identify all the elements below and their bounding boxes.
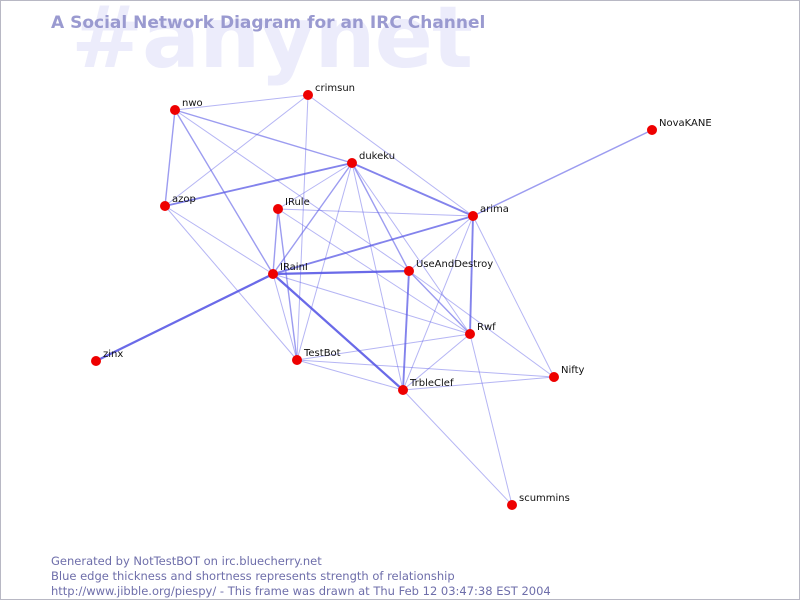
edge-TestBot-Rwf — [296, 333, 471, 361]
node-dukeku: dukeku — [347, 151, 395, 168]
node-label: dukeku — [359, 151, 395, 162]
edge-Rwf-scummins — [469, 333, 513, 506]
edge-UseAndDestroy-Rwf — [408, 270, 471, 335]
edge-dukeku-Rwf — [351, 162, 471, 335]
edge-arima-NovaKANE — [472, 129, 653, 217]
edge-TestBot-TrbleClef — [296, 359, 404, 391]
node-label: zinx — [103, 349, 123, 360]
edge-IRainI-TrbleClef — [272, 273, 404, 391]
edge-TrbleClef-Nifty — [402, 376, 555, 391]
edge-UseAndDestroy-Nifty — [408, 270, 555, 378]
node-NovaKANE: NovaKANE — [647, 118, 712, 135]
node-label: nwo — [182, 98, 203, 109]
node-TrbleClef: TrbleClef — [398, 378, 454, 395]
node-dot — [303, 90, 313, 100]
edge-arima-Rwf — [469, 215, 474, 335]
node-zinx: zinx — [91, 349, 123, 366]
node-UseAndDestroy: UseAndDestroy — [404, 259, 493, 276]
node-label: IRule — [285, 197, 310, 208]
node-nwo: nwo — [170, 98, 203, 115]
edge-nwo-azop — [164, 109, 176, 207]
edge-TrbleClef-scummins — [402, 389, 513, 506]
node-layer: nwo crimsun dukeku azop IRule arima NovaKANE IR… — [91, 83, 712, 510]
channel-watermark: #anynet — [71, 0, 473, 88]
node-dot — [170, 105, 180, 115]
edge-TestBot-dukeku — [296, 162, 353, 361]
edge-arima-TrbleClef — [402, 215, 474, 391]
edge-IRainI-Rwf — [272, 273, 471, 335]
node-crimsun: crimsun — [303, 83, 355, 100]
node-azop: azop — [160, 194, 196, 211]
node-label: crimsun — [315, 83, 355, 94]
node-label: arima — [480, 204, 509, 215]
edge-azop-IRainI — [164, 205, 274, 275]
edge-nwo-IRainI — [174, 109, 274, 275]
node-arima: arima — [468, 204, 509, 221]
edge-layer — [95, 94, 653, 506]
edge-dukeku-arima — [351, 162, 474, 217]
edge-dukeku-TrbleClef — [351, 162, 404, 391]
node-dot — [91, 356, 101, 366]
node-IRule: IRule — [273, 197, 310, 214]
edge-TestBot-IRainI — [272, 273, 298, 361]
edge-IRainI-IRule — [272, 208, 279, 275]
node-dot — [549, 372, 559, 382]
edge-IRule-TestBot — [277, 208, 298, 361]
node-label: Rwf — [477, 322, 496, 333]
node-IRainI: IRainI — [268, 262, 308, 279]
edge-IRule-dukeku — [277, 162, 353, 210]
edge-dukeku-UseAndDestroy — [351, 162, 410, 272]
node-label: Nifty — [561, 365, 585, 376]
edge-crimsun-arima — [307, 94, 474, 217]
edge-nwo-UseAndDestroy — [174, 109, 410, 272]
edge-arima-UseAndDestroy — [408, 215, 474, 272]
edge-IRainI-arima — [272, 215, 474, 275]
node-dot — [647, 125, 657, 135]
edge-IRainI-dukeku — [272, 162, 353, 275]
edge-arima-Nifty — [472, 215, 555, 378]
node-dot — [468, 211, 478, 221]
node-dot — [404, 266, 414, 276]
node-label: IRainI — [280, 262, 308, 273]
edge-IRainI-UseAndDestroy — [272, 269, 410, 276]
node-label: UseAndDestroy — [416, 259, 493, 270]
node-label: TrbleClef — [409, 378, 454, 389]
edge-azop-dukeku — [164, 162, 353, 207]
node-dot — [268, 269, 278, 279]
node-dot — [398, 385, 408, 395]
node-label: NovaKANE — [659, 118, 712, 129]
edge-crimsun-azop — [164, 94, 309, 207]
node-dot — [465, 329, 475, 339]
node-dot — [507, 500, 517, 510]
edge-TestBot-Nifty — [296, 359, 555, 378]
node-TestBot: TestBot — [292, 348, 341, 365]
footer-generated-by: Generated by NotTestBOT on irc.bluecherr… — [51, 554, 322, 568]
node-dot — [160, 201, 170, 211]
node-dot — [273, 204, 283, 214]
node-Rwf: Rwf — [465, 322, 496, 339]
edge-IRule-Rwf — [277, 208, 471, 335]
footer-legend-note: Blue edge thickness and shortness repres… — [51, 569, 455, 583]
node-dot — [292, 355, 302, 365]
edge-nwo-crimsun — [174, 94, 309, 111]
edge-IRainI-zinx — [95, 272, 274, 363]
node-scummins: scummins — [507, 493, 570, 510]
edge-Rwf-TrbleClef — [402, 333, 471, 391]
edge-IRule-arima — [277, 208, 474, 217]
edge-UseAndDestroy-TrbleClef — [402, 270, 410, 391]
node-label: TestBot — [303, 348, 341, 359]
edge-TestBot-azop — [164, 205, 298, 361]
footer-source-link[interactable]: http://www.jibble.org/piespy/ - This fra… — [51, 584, 551, 598]
diagram-title: A Social Network Diagram for an IRC Chan… — [51, 13, 486, 33]
footer: Generated by NotTestBOT on irc.bluecherr… — [51, 554, 551, 599]
node-label: scummins — [519, 493, 570, 504]
node-label: azop — [172, 194, 196, 205]
node-dot — [347, 158, 357, 168]
edge-nwo-dukeku — [174, 109, 353, 164]
node-Nifty: Nifty — [549, 365, 585, 382]
edge-crimsun-TestBot — [296, 94, 309, 361]
